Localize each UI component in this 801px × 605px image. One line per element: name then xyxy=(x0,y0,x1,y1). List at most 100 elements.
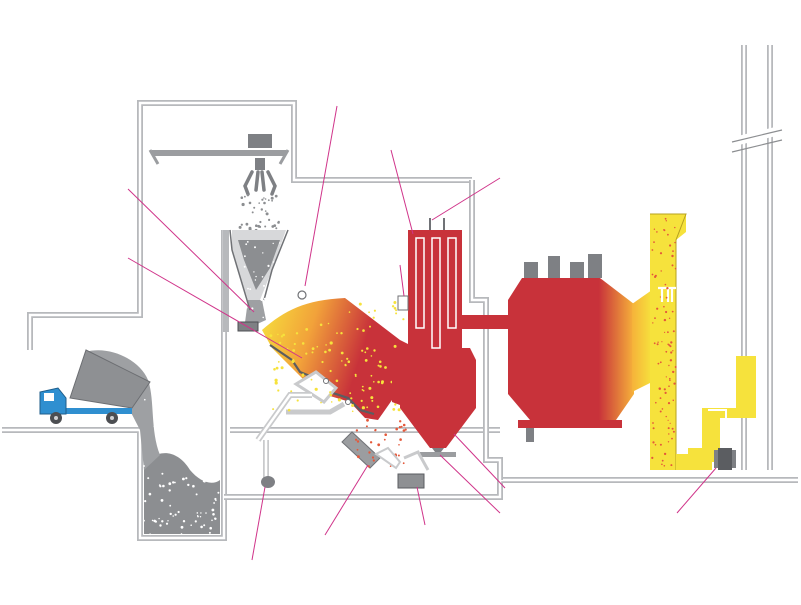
particle xyxy=(305,352,308,355)
particle xyxy=(372,459,375,462)
particle xyxy=(671,254,674,258)
particle xyxy=(660,270,662,272)
particle xyxy=(652,427,655,430)
particle xyxy=(260,299,263,301)
particle xyxy=(393,344,397,348)
particle xyxy=(348,311,351,313)
flue-gas-treatment xyxy=(462,254,652,442)
particle xyxy=(329,393,333,397)
particle xyxy=(663,229,665,231)
particle xyxy=(240,223,243,226)
scrubber xyxy=(650,213,756,470)
particle xyxy=(209,526,212,530)
particle xyxy=(262,316,265,319)
particle xyxy=(268,218,271,221)
particle xyxy=(263,284,265,287)
particle xyxy=(346,357,349,360)
boiler xyxy=(392,218,476,457)
particle xyxy=(670,464,673,467)
particle xyxy=(319,323,323,327)
particle xyxy=(370,374,373,377)
particle xyxy=(246,241,249,243)
particle xyxy=(377,380,380,384)
particle xyxy=(295,332,299,335)
particle xyxy=(672,430,675,433)
particle xyxy=(203,480,206,483)
particle xyxy=(665,310,668,314)
particle xyxy=(330,401,333,403)
particle xyxy=(263,197,265,199)
particle xyxy=(674,366,677,368)
particle xyxy=(373,381,375,383)
particle xyxy=(291,360,295,364)
particle xyxy=(286,347,289,350)
particle xyxy=(270,196,274,200)
particle xyxy=(143,465,146,467)
leader-line xyxy=(416,486,426,526)
particle xyxy=(168,489,171,492)
particle xyxy=(274,194,278,198)
particle xyxy=(659,443,662,446)
particle xyxy=(311,351,314,354)
particle xyxy=(356,448,359,451)
particle xyxy=(655,401,657,404)
particle xyxy=(380,381,384,385)
leader-line xyxy=(431,177,501,221)
induced-draft-fan[interactable] xyxy=(714,448,736,470)
particle xyxy=(379,365,382,368)
particle xyxy=(328,348,331,352)
leader-line xyxy=(251,486,266,561)
particle xyxy=(278,341,282,345)
particle xyxy=(274,290,276,293)
particle xyxy=(290,390,293,393)
particle xyxy=(670,341,673,344)
particle xyxy=(154,520,157,523)
particle xyxy=(159,524,162,527)
particle xyxy=(267,300,269,303)
particle xyxy=(357,455,360,459)
particle xyxy=(293,342,296,346)
particle xyxy=(153,368,156,371)
particle xyxy=(172,515,174,517)
particle xyxy=(251,211,254,214)
particle xyxy=(248,201,252,205)
particle xyxy=(200,512,202,514)
feed-hopper xyxy=(229,229,289,330)
particle xyxy=(174,513,177,516)
particle xyxy=(663,318,667,322)
particle xyxy=(192,484,195,488)
particle xyxy=(280,366,284,370)
particle xyxy=(664,331,666,333)
delivery-truck[interactable] xyxy=(39,349,151,424)
particle xyxy=(203,524,206,527)
particle xyxy=(349,392,352,395)
particle xyxy=(667,419,669,421)
particle xyxy=(217,491,220,494)
particle xyxy=(316,345,319,348)
particle xyxy=(673,382,676,385)
particle xyxy=(669,379,671,382)
particle xyxy=(247,287,249,290)
particle xyxy=(311,347,315,350)
fan-icon xyxy=(718,448,732,470)
leader-line xyxy=(127,257,303,359)
incineration-grate xyxy=(269,344,293,361)
particle xyxy=(158,517,160,520)
particle xyxy=(324,350,327,354)
particle xyxy=(397,408,401,412)
particle xyxy=(392,408,396,411)
primary-air-fan-icon xyxy=(261,476,275,488)
particle xyxy=(275,227,278,230)
particle xyxy=(243,265,246,268)
particle xyxy=(276,284,279,287)
particle xyxy=(663,465,666,467)
particle xyxy=(254,224,258,227)
particle xyxy=(245,222,249,226)
crane-grab[interactable] xyxy=(148,134,290,235)
particle xyxy=(670,351,673,354)
particle xyxy=(257,224,261,228)
particle xyxy=(211,519,213,522)
particle xyxy=(168,482,172,486)
particle xyxy=(366,418,369,422)
particle xyxy=(395,427,399,431)
